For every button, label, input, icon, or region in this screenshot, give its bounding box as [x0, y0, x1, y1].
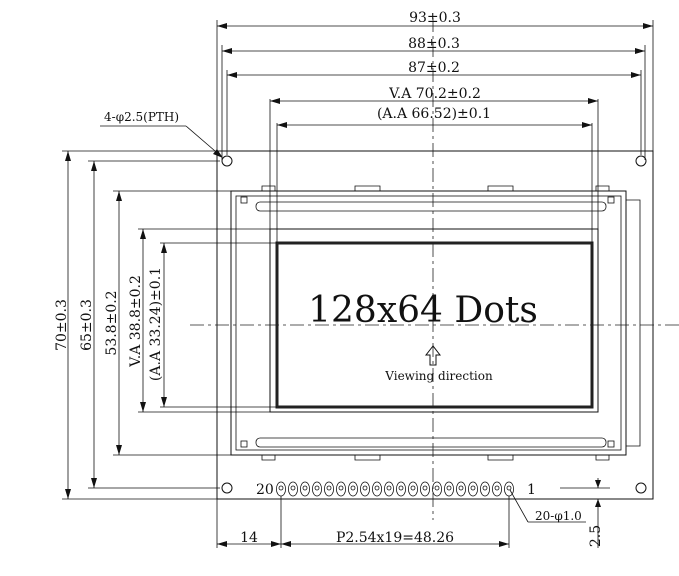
dim-va-width: V.A 70.2±0.2	[388, 86, 481, 102]
dim-pin-offset: 14	[240, 530, 258, 546]
pin-drill-18	[302, 485, 308, 491]
pin-drill-11	[386, 485, 392, 491]
bottom-slot	[255, 437, 607, 448]
dim-va-height: V.A 38.8±0.2	[128, 275, 144, 368]
pin-drill-20	[278, 485, 284, 491]
mount-hole-leader	[100, 125, 223, 158]
pin-hole-label: 20-φ1.0	[535, 509, 582, 523]
viewing-area	[269, 228, 599, 413]
pin-hole-6	[443, 481, 454, 497]
dim-line-70	[65, 151, 71, 499]
pin-hole-15	[335, 481, 346, 497]
pin-drill-9	[410, 485, 416, 491]
pin-drill-15	[338, 485, 344, 491]
pin-hole-16	[323, 481, 334, 497]
viewing-direction-label: Viewing direction	[384, 369, 493, 383]
dim-pcb-height: 65±0.3	[79, 299, 95, 351]
display-resolution: 128x64 Dots	[308, 290, 538, 331]
bottom-extension-lines	[216, 496, 510, 548]
bezel-clips	[240, 196, 615, 448]
dim-line-53-8	[116, 191, 122, 455]
dim-line-88	[222, 48, 645, 54]
dim-overall-width: 93±0.3	[409, 10, 461, 26]
bezel-tabs	[261, 185, 610, 461]
dim-aa-width: (A.A 66.52)±0.1	[377, 106, 491, 122]
pin-holes	[275, 481, 514, 497]
pin-drill-10	[398, 485, 404, 491]
pin-hole-3	[479, 481, 490, 497]
extension-lines-left	[62, 150, 277, 500]
dim-aa-height: (A.A 33.24)±0.1	[148, 267, 164, 381]
dim-line-93	[217, 23, 653, 29]
pin-hole-17	[311, 481, 322, 497]
pin-hole-4	[467, 481, 478, 497]
bezel-side-tab	[626, 199, 641, 447]
dim-line-va-width	[270, 98, 598, 104]
pin-hole-5	[455, 481, 466, 497]
mount-hole-label: 4-φ2.5(PTH)	[104, 110, 179, 124]
dim-pin-edge: 2.5	[588, 525, 604, 547]
pin-1-label: 1	[527, 482, 536, 498]
pin-drill-5	[458, 485, 464, 491]
dim-line-65	[91, 161, 97, 488]
pin-20-label: 20	[256, 482, 274, 498]
pin-hole-7	[431, 481, 442, 497]
pin-hole-19	[287, 481, 298, 497]
pin-hole-leader	[509, 489, 586, 523]
pin-drill-13	[362, 485, 368, 491]
dim-line-aa-width	[277, 122, 592, 128]
dim-line-pin-pitch	[281, 541, 509, 547]
pin-drill-4	[470, 485, 476, 491]
dim-hole-pitch-x: 87±0.2	[408, 60, 460, 76]
pin-hole-9	[407, 481, 418, 497]
bezel-inner	[235, 195, 622, 451]
dim-overall-height: 70±0.3	[54, 299, 70, 351]
pin-hole-12	[371, 481, 382, 497]
bezel-outline	[230, 190, 627, 456]
dim-pin-pitch: P2.54x19=48.26	[336, 530, 454, 546]
dim-bezel-height: 53.8±0.2	[104, 290, 120, 355]
dim-line-va-height	[140, 229, 146, 412]
pin-hole-10	[395, 481, 406, 497]
pin-drill-6	[446, 485, 452, 491]
pin-drill-8	[422, 485, 428, 491]
dim-line-14	[217, 541, 281, 547]
dim-line-aa-height	[161, 243, 167, 407]
pin-drill-14	[350, 485, 356, 491]
pin-hole-20	[275, 481, 286, 497]
pin-hole-8	[419, 481, 430, 497]
pin-hole-14	[347, 481, 358, 497]
pin-drill-2	[494, 485, 500, 491]
pin-hole-11	[383, 481, 394, 497]
mount-holes	[221, 155, 647, 494]
dim-line-2-5	[560, 478, 610, 548]
dim-line-87	[227, 72, 641, 78]
pin-drill-7	[434, 485, 440, 491]
top-slot	[255, 201, 607, 212]
pin-drill-17	[314, 485, 320, 491]
pin-hole-13	[359, 481, 370, 497]
dim-pcb-width: 88±0.3	[408, 36, 460, 52]
pin-drill-19	[290, 485, 296, 491]
pin-drill-12	[374, 485, 380, 491]
pin-drill-1	[506, 485, 512, 491]
extension-lines	[216, 20, 654, 243]
pin-hole-2	[491, 481, 502, 497]
pin-drill-16	[326, 485, 332, 491]
pin-drill-3	[482, 485, 488, 491]
viewing-direction-icon	[424, 345, 442, 366]
pin-hole-18	[299, 481, 310, 497]
